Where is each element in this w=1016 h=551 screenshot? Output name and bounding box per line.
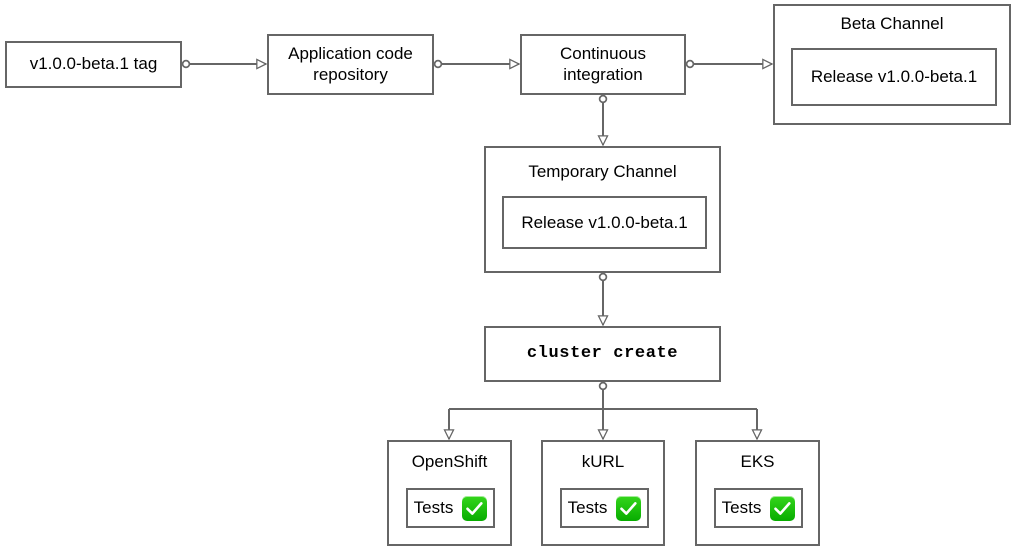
node-beta-channel-release[interactable]: Release v1.0.0-beta.1 <box>791 48 997 106</box>
node-temporary-channel-release[interactable]: Release v1.0.0-beta.1 <box>502 196 707 249</box>
check-mark-button-icon <box>770 495 796 521</box>
node-cluster-create[interactable]: cluster create <box>484 326 721 382</box>
node-continuous-integration[interactable]: Continuous integration <box>520 34 686 95</box>
node-application-code-repository[interactable]: Application code repository <box>267 34 434 95</box>
node-kurl-title: kURL <box>581 452 625 471</box>
edge-ci-to-temporary-channel <box>600 94 607 145</box>
node-kurl[interactable]: kURL Tests <box>541 440 665 546</box>
check-mark-button-icon <box>616 495 642 521</box>
node-version-tag[interactable]: v1.0.0-beta.1 tag <box>5 41 182 88</box>
node-kurl-tests-label: Tests <box>567 498 608 517</box>
node-cluster-create-label: cluster create <box>526 343 679 363</box>
node-application-code-repository-label: Application code repository <box>288 43 413 84</box>
node-beta-channel[interactable]: Beta Channel Release v1.0.0-beta.1 <box>773 4 1011 125</box>
node-version-tag-label: v1.0.0-beta.1 tag <box>29 54 158 74</box>
node-beta-channel-title: Beta Channel <box>840 14 944 33</box>
edge-repo-to-ci <box>433 61 519 68</box>
node-openshift-title: OpenShift <box>411 452 488 471</box>
node-eks-title: EKS <box>740 452 775 471</box>
node-eks-tests[interactable]: Tests <box>714 488 803 528</box>
node-temporary-channel-release-label: Release v1.0.0-beta.1 <box>521 212 688 232</box>
check-mark-button-icon <box>462 495 488 521</box>
node-beta-channel-release-label: Release v1.0.0-beta.1 <box>810 67 978 86</box>
edge-ci-to-beta-channel <box>685 61 772 68</box>
node-openshift[interactable]: OpenShift Tests <box>387 440 512 546</box>
node-openshift-tests[interactable]: Tests <box>406 488 495 528</box>
edge-temporary-channel-to-cluster-create <box>600 272 607 325</box>
node-temporary-channel[interactable]: Temporary Channel Release v1.0.0-beta.1 <box>484 146 721 273</box>
node-continuous-integration-label: Continuous integration <box>559 43 646 84</box>
node-temporary-channel-title: Temporary Channel <box>528 162 677 181</box>
edge-tag-to-repo <box>181 61 266 68</box>
node-eks-tests-label: Tests <box>721 498 762 517</box>
node-eks[interactable]: EKS Tests <box>695 440 820 546</box>
node-kurl-tests[interactable]: Tests <box>560 488 649 528</box>
node-openshift-tests-label: Tests <box>413 498 454 517</box>
edge-cluster-create-branch <box>449 381 757 439</box>
